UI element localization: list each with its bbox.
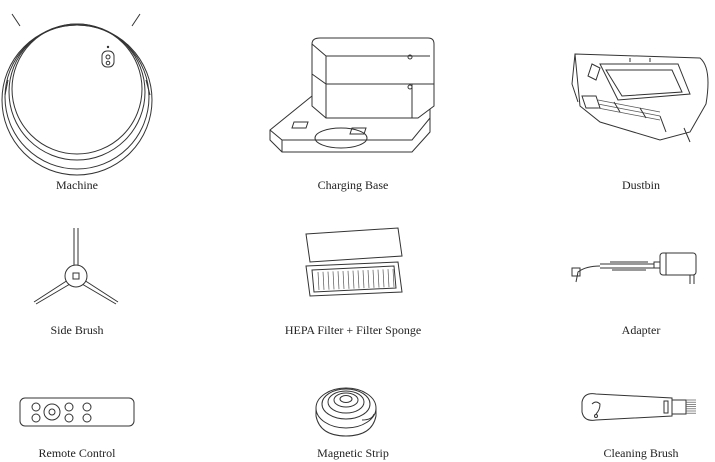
charging-base-icon bbox=[0, 0, 715, 180]
item-label: Side Brush bbox=[50, 323, 104, 337]
dustbin-icon bbox=[0, 0, 715, 180]
item-label: Magnetic Strip bbox=[317, 446, 389, 460]
item-label: Remote Control bbox=[38, 446, 116, 460]
item-label: Machine bbox=[56, 178, 98, 192]
adapter-icon bbox=[0, 0, 715, 320]
hepa-filter-icon bbox=[0, 0, 715, 320]
item-label: Cleaning Brush bbox=[603, 446, 679, 460]
item-label: Adapter bbox=[621, 323, 661, 337]
item-label: Charging Base bbox=[317, 178, 389, 192]
item-label: HEPA Filter + Filter Sponge bbox=[284, 323, 422, 337]
side-brush-icon bbox=[0, 0, 715, 320]
item-label: Dustbin bbox=[621, 178, 661, 192]
robot-vacuum-icon bbox=[0, 0, 160, 180]
